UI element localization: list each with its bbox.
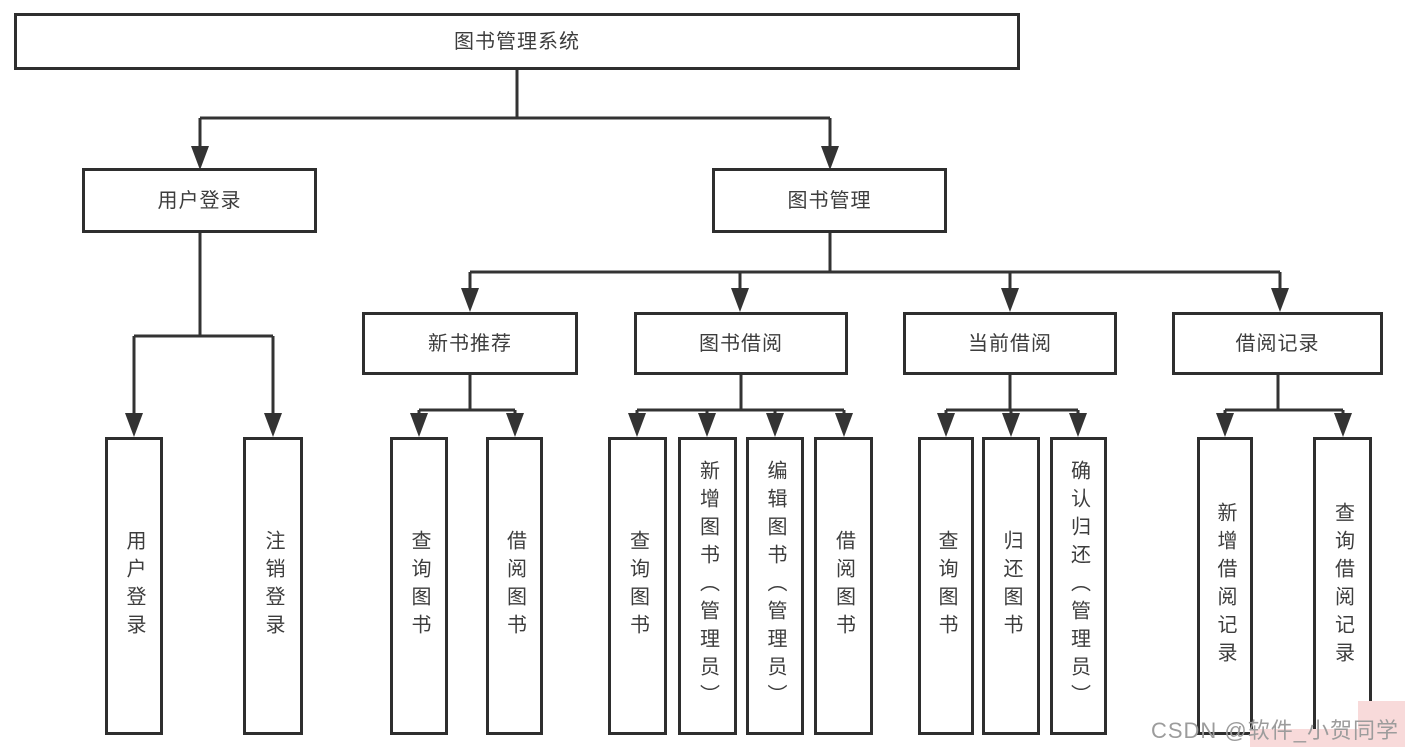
node-current-borrowing-label: 当前借阅: [968, 332, 1052, 355]
leaf-current-confirm-return-admin-label: 确认归还（管理员）: [1067, 460, 1090, 712]
node-book-borrowing: 图书借阅: [634, 312, 848, 375]
leaf-borrow-add-books-admin-label: 新增图书（管理员）: [696, 460, 719, 712]
leaf-current-return-books: 归还图书: [982, 437, 1040, 735]
leaf-borrow-borrow-books: 借阅图书: [814, 437, 873, 735]
leaf-records-query-record: 查询借阅记录: [1313, 437, 1372, 735]
leaf-current-confirm-return-admin: 确认归还（管理员）: [1050, 437, 1107, 735]
node-root-label: 图书管理系统: [454, 30, 580, 53]
leaf-borrow-edit-books-admin-label: 编辑图书（管理员）: [764, 460, 786, 712]
watermark: CSDN @软件_小贺同学: [1150, 718, 1399, 743]
node-book-management-label: 图书管理: [787, 189, 872, 212]
leaf-newbook-borrow-books: 借阅图书: [486, 437, 543, 735]
node-book-management: 图书管理: [712, 168, 947, 233]
leaf-current-query-books-label: 查询图书: [935, 530, 957, 642]
watermark-highlight: [1358, 701, 1405, 747]
node-borrowing-records-label: 借阅记录: [1235, 332, 1320, 355]
leaf-logout: 注销登录: [243, 437, 303, 735]
leaf-current-query-books: 查询图书: [918, 437, 974, 735]
leaf-user-login: 用户登录: [105, 437, 163, 735]
leaf-borrow-add-books-admin: 新增图书（管理员）: [678, 437, 737, 735]
leaf-records-add-record-label: 新增借阅记录: [1214, 502, 1236, 670]
leaf-newbook-query-books-label: 查询图书: [408, 530, 430, 642]
leaf-newbook-query-books: 查询图书: [390, 437, 448, 735]
node-new-book-recommend-label: 新书推荐: [428, 332, 512, 355]
node-user-login-label: 用户登录: [157, 189, 242, 212]
leaf-records-add-record: 新增借阅记录: [1197, 437, 1253, 735]
node-user-login: 用户登录: [82, 168, 317, 233]
node-borrowing-records: 借阅记录: [1172, 312, 1383, 375]
node-book-borrowing-label: 图书借阅: [699, 332, 783, 355]
leaf-borrow-borrow-books-label: 借阅图书: [832, 530, 855, 642]
leaf-records-query-record-label: 查询借阅记录: [1331, 502, 1354, 670]
leaf-current-return-books-label: 归还图书: [1000, 530, 1022, 642]
leaf-borrow-edit-books-admin: 编辑图书（管理员）: [746, 437, 804, 735]
leaf-user-login-label: 用户登录: [123, 530, 145, 642]
leaf-logout-label: 注销登录: [262, 530, 284, 642]
node-current-borrowing: 当前借阅: [903, 312, 1117, 375]
leaf-borrow-query-books: 查询图书: [608, 437, 667, 735]
leaf-borrow-query-books-label: 查询图书: [626, 530, 649, 642]
leaf-newbook-borrow-books-label: 借阅图书: [503, 530, 526, 642]
node-new-book-recommend: 新书推荐: [362, 312, 578, 375]
node-root: 图书管理系统: [14, 13, 1020, 70]
